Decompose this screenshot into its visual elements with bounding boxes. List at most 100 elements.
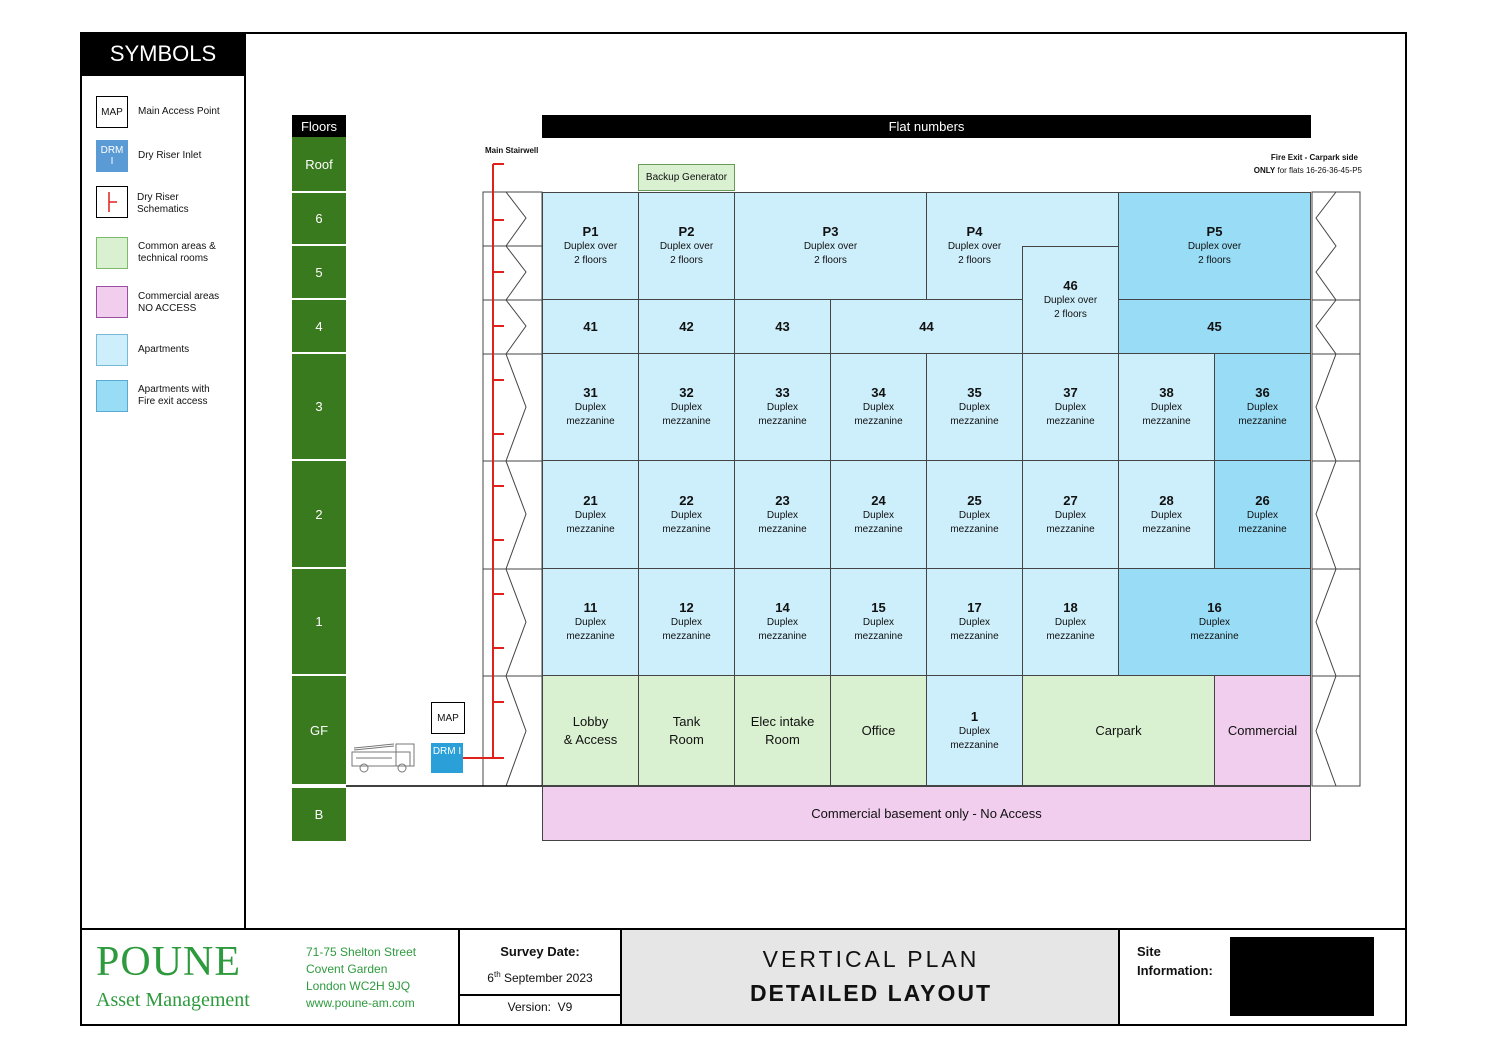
room-label: Room xyxy=(669,731,704,747)
flat-number: 38 xyxy=(1159,385,1174,400)
flat-duplex: Duplex xyxy=(766,402,799,413)
right-stair-zigzag xyxy=(1312,191,1360,787)
page-frame xyxy=(80,32,1407,1026)
floor-4: 4 xyxy=(292,300,346,354)
common-areas-swatch xyxy=(96,237,128,269)
flat-mezzanine: mezzanine xyxy=(854,416,903,427)
floor-3: 3 xyxy=(292,354,346,461)
flat-desc: Duplex over 2 floors xyxy=(1187,241,1242,266)
site-information-redacted xyxy=(1230,937,1374,1016)
flat-duplex: Duplex xyxy=(766,617,799,628)
flat-number: P3 xyxy=(822,224,839,239)
lobby-access: Lobby & Access xyxy=(542,675,639,786)
flat-duplex: Duplex xyxy=(574,402,607,413)
flat-number: 16 xyxy=(1207,600,1222,615)
flat-42: 42 xyxy=(638,299,735,354)
symbol-label-dry-riser-schematics: Dry Riser Schematics xyxy=(137,192,189,215)
dry-riser-line xyxy=(462,163,504,759)
backup-generator: Backup Generator xyxy=(638,164,735,191)
address-line: London WC2H 9JQ xyxy=(306,979,411,993)
stairwell-exits-drawing xyxy=(346,163,1361,787)
flat-mezzanine: mezzanine xyxy=(1238,416,1287,427)
left-stair-box xyxy=(482,191,543,787)
flat-p3: P3 Duplex over 2 floors xyxy=(734,192,927,300)
flat-duplex: Duplex xyxy=(1198,617,1231,628)
flat-number: 46 xyxy=(1063,278,1078,293)
company-address: 71-75 Shelton Street Covent Garden Londo… xyxy=(306,944,416,1012)
flat-p2: P2 Duplex over 2 floors xyxy=(638,192,735,300)
floor-gf: GF xyxy=(292,676,346,786)
flat-number: 14 xyxy=(775,600,790,615)
flat-mezzanine: mezzanine xyxy=(1046,416,1095,427)
flat-number: P2 xyxy=(678,224,695,239)
site-information-label: Site Information: xyxy=(1137,942,1213,980)
right-stair-box xyxy=(1311,191,1361,787)
flat-number: 12 xyxy=(679,600,694,615)
flat-number: 11 xyxy=(583,600,598,615)
flat-number: 41 xyxy=(583,318,598,334)
room-label: Lobby xyxy=(572,713,609,729)
survey-month-year: September 2023 xyxy=(500,971,593,985)
plan-title: VERTICAL PLAN xyxy=(762,946,980,972)
flat-mezzanine: mezzanine xyxy=(854,631,903,642)
site-label-line: Site xyxy=(1137,944,1161,959)
room-label: Carpark xyxy=(1095,722,1142,738)
symbol-label-apartments-fire: Apartments with Fire exit access xyxy=(138,384,210,407)
flat-duplex: Duplex xyxy=(670,402,703,413)
flat-p4: P4 Duplex over 2 floors xyxy=(926,192,1023,300)
flat-duplex: Duplex xyxy=(1150,402,1183,413)
flat-number: 27 xyxy=(1063,492,1078,508)
flat-number: 24 xyxy=(871,492,886,508)
symbol-label-common: Common areas & technical rooms xyxy=(138,241,216,264)
flat-number: 23 xyxy=(775,492,790,508)
logo-text: POUNE xyxy=(96,939,242,985)
room-label: Commercial xyxy=(1227,722,1298,738)
flat-p5: P5 Duplex over 2 floors xyxy=(1118,192,1311,300)
title-box xyxy=(622,930,1120,1024)
flat-mezzanine: mezzanine xyxy=(758,631,807,642)
site-label-line: Information: xyxy=(1137,963,1213,978)
flat-number: 34 xyxy=(871,385,886,400)
symbols-panel xyxy=(80,32,246,930)
flat-mezzanine: mezzanine xyxy=(662,416,711,427)
survey-box xyxy=(458,928,622,1026)
dry-riser-schematic-icon xyxy=(96,186,128,218)
flat-duplex: Duplex xyxy=(958,402,991,413)
plan-subtitle: DETAILED LAYOUT xyxy=(749,980,993,1006)
survey-day: 6 xyxy=(487,971,494,985)
flat-number: 37 xyxy=(1063,385,1078,400)
symbol-label-apartments: Apartments xyxy=(138,344,190,355)
flat-number: P4 xyxy=(966,224,983,239)
office: Office xyxy=(830,675,927,786)
left-stair-zigzag xyxy=(483,191,542,787)
symbols-title: SYMBOLS xyxy=(82,34,244,76)
fire-exit-flats: for flats 16-26-36-45-P5 xyxy=(1277,166,1363,175)
commercial-basement: Commercial basement only - No Access xyxy=(542,786,1311,841)
flat-desc: Duplex over 2 floors xyxy=(563,241,618,266)
flat-number: P1 xyxy=(582,224,599,239)
room-label: Tank xyxy=(672,713,701,729)
flat-duplex: Duplex xyxy=(862,509,895,521)
flat-mezzanine: mezzanine xyxy=(1046,631,1095,642)
flat-duplex: Duplex xyxy=(1246,509,1279,521)
flat-number: 42 xyxy=(679,318,694,334)
flat-mezzanine: mezzanine xyxy=(950,739,999,751)
fire-exit-note: ONLY for flats 16-26-36-45-P5 xyxy=(1200,166,1362,175)
website-link[interactable]: www.poune-am.com xyxy=(306,996,415,1010)
flat-mezzanine: mezzanine xyxy=(566,523,615,535)
flat-number: 25 xyxy=(967,492,982,508)
fire-exit-only: ONLY xyxy=(1253,166,1276,175)
floors-header: Floors xyxy=(292,115,346,137)
room-label: & Access xyxy=(563,731,618,747)
